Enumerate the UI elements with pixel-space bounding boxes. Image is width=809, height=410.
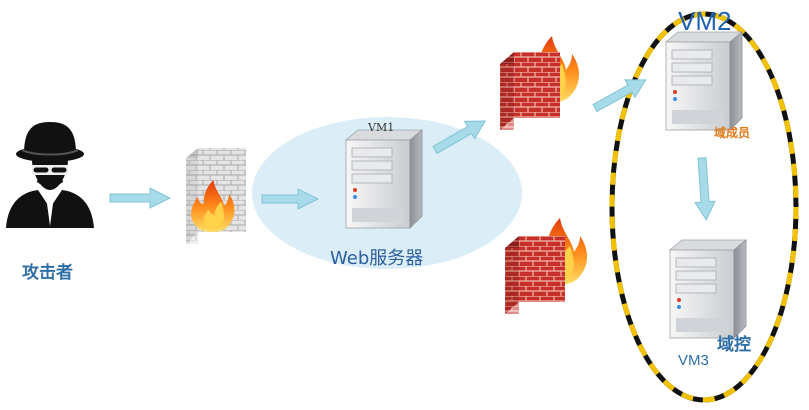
domain-controller-label: 域控 [717, 335, 751, 355]
vm2-label: VM2 [678, 6, 732, 36]
domain-member-server-icon [665, 31, 743, 131]
vm1-label: VM1 [368, 121, 395, 134]
domain-member-label: 域成员 [714, 126, 751, 140]
arrow-icon [432, 120, 487, 155]
web-server-icon [345, 129, 423, 229]
web-server-label: Web服务器 [330, 248, 424, 269]
firewall-icon [186, 148, 246, 244]
vm2-vm3-boundary [609, 11, 799, 403]
attacker-icon [6, 122, 94, 228]
arrow-icon [109, 187, 172, 209]
firewall-icon [500, 36, 580, 130]
domain-controller-server-icon [669, 239, 747, 339]
arrow-icon [694, 157, 716, 221]
arrow-icon [261, 188, 320, 210]
arrow-icon [592, 79, 647, 113]
vm3-label: VM3 [678, 352, 709, 369]
firewall-icon [505, 218, 588, 314]
attacker-label: 攻击者 [22, 263, 73, 283]
